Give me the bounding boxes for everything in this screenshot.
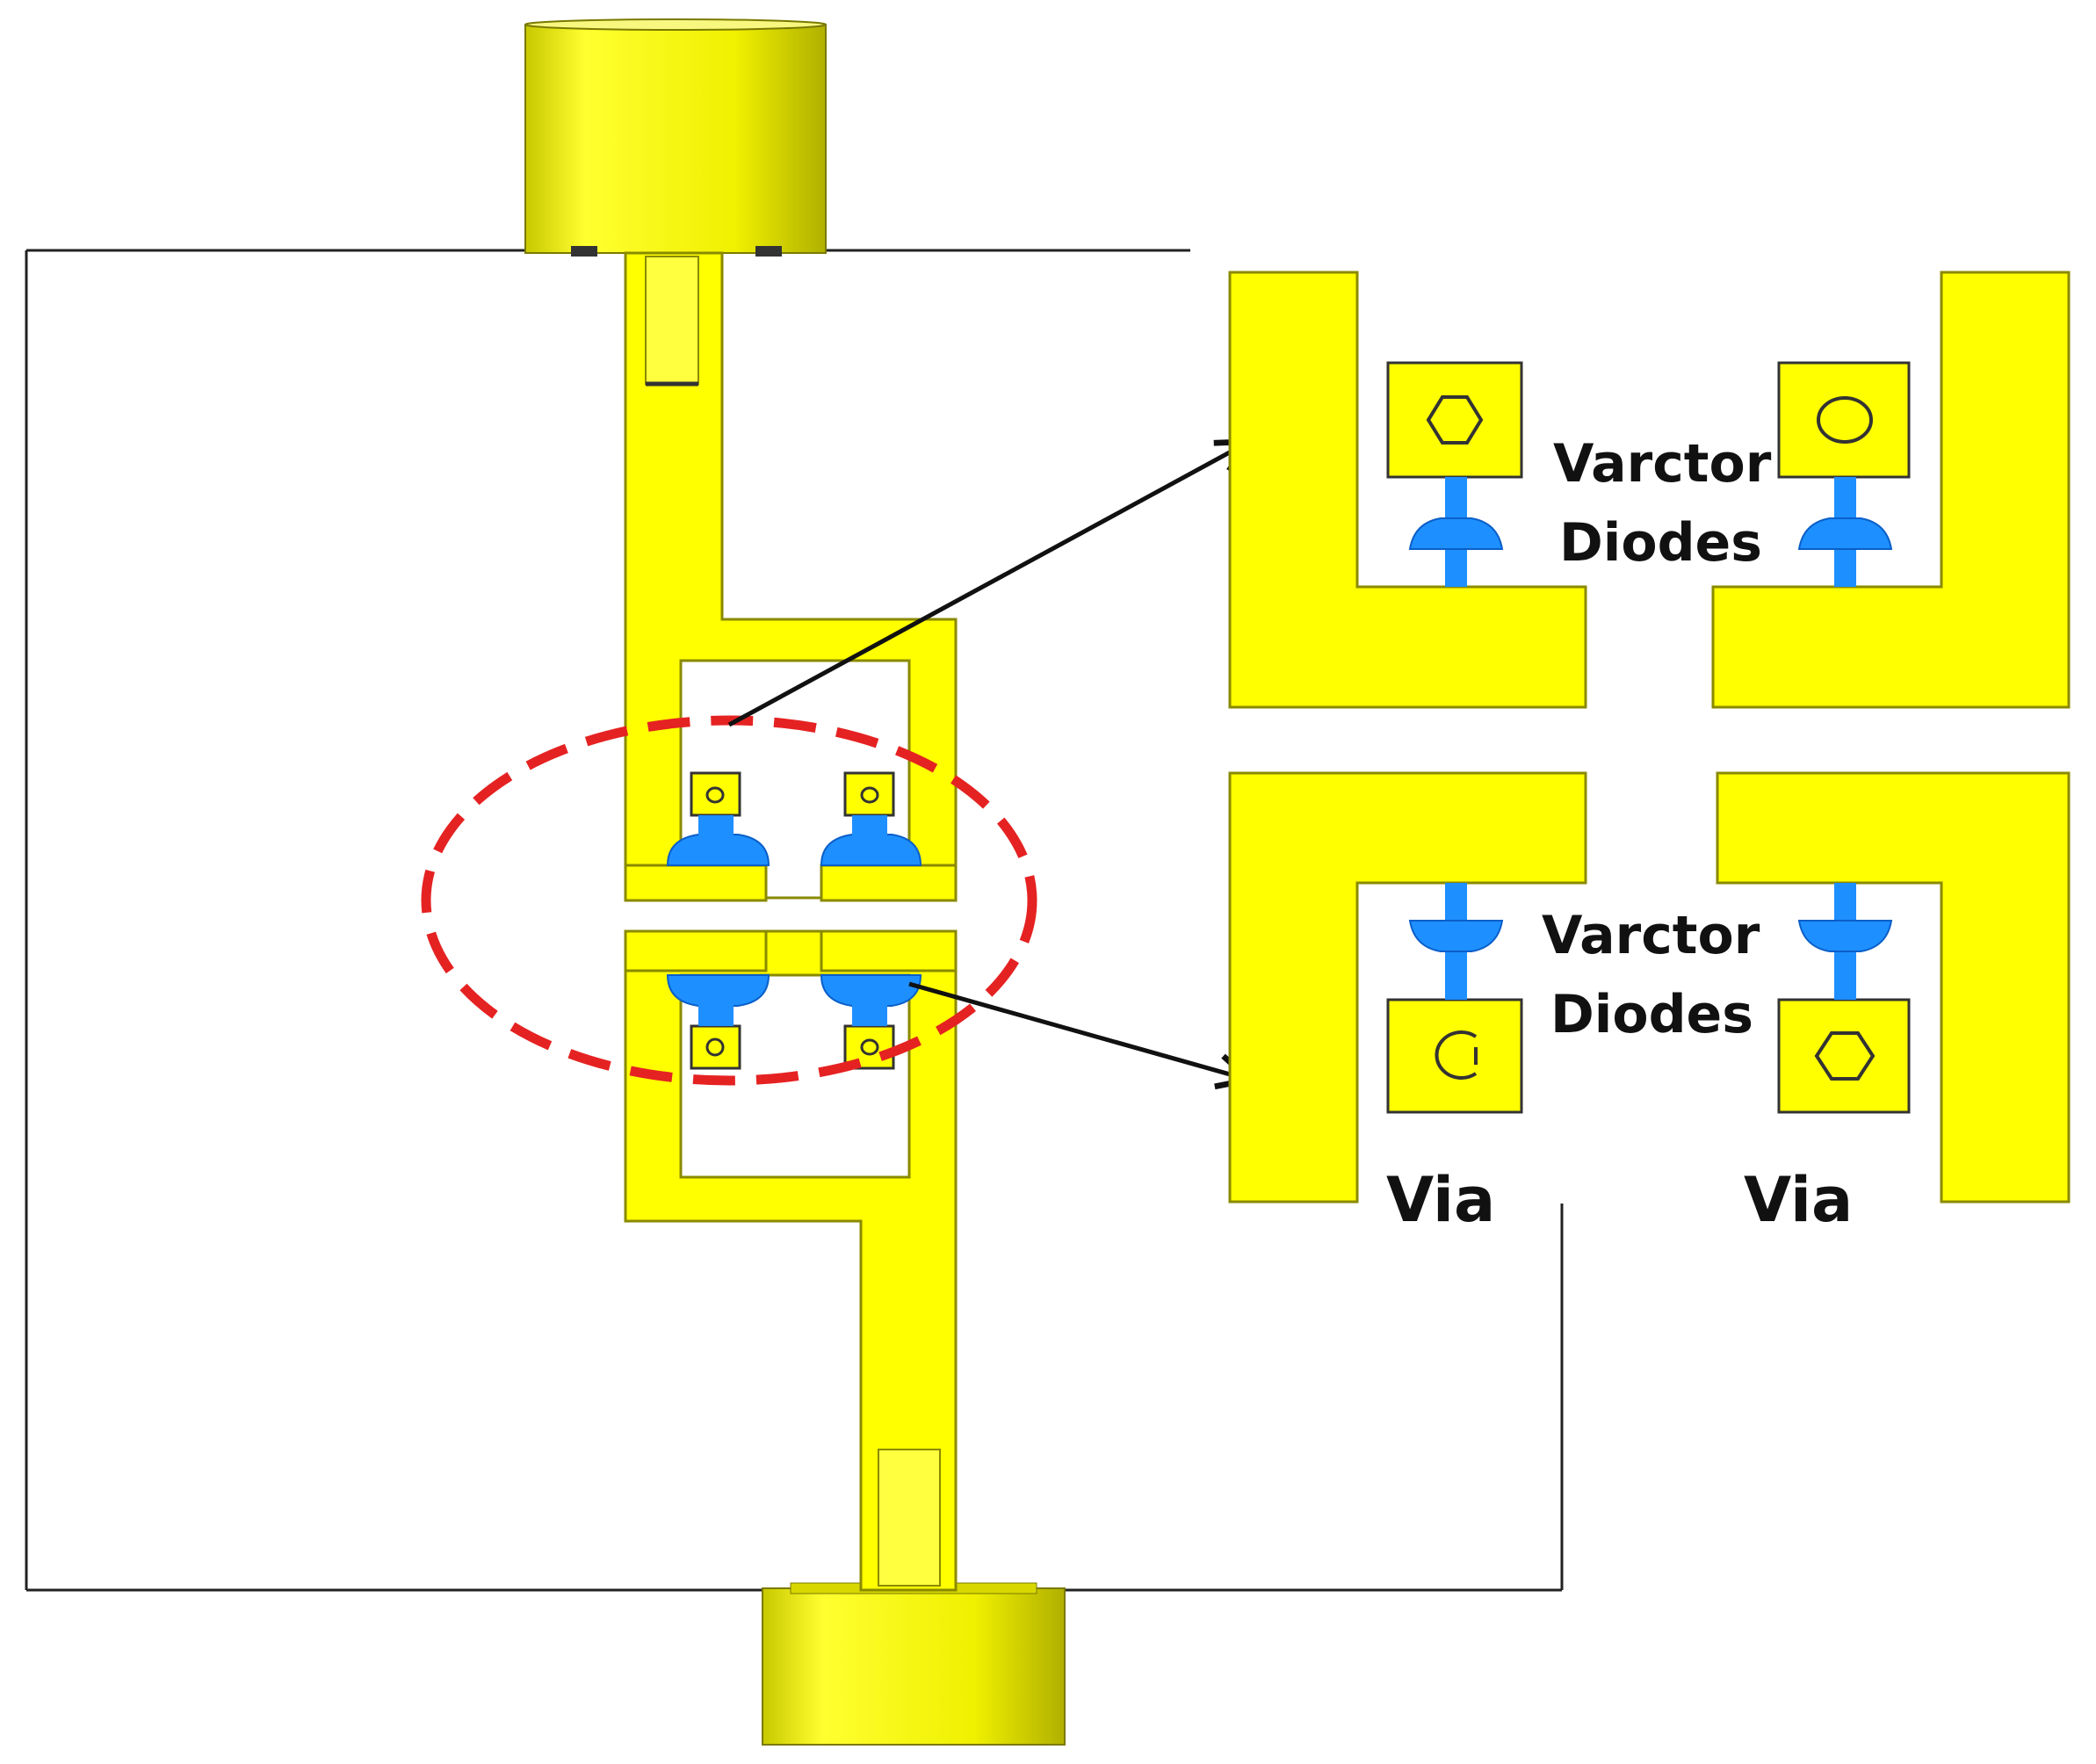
bottom-detail-diode-right [1797,883,1893,1000]
callout-ellipse [421,715,1037,1086]
top-detail-left-L [1228,271,1587,709]
top-detail-diode-left [1408,477,1504,587]
bottom-varactor-label-line2: Diodes [1550,984,1753,1045]
top-detail-diode-right [1797,477,1893,587]
arrow-to-top-detail [727,444,1246,727]
bottom-varactor-label-line1: Varctor [1542,905,1760,966]
via-label-left: Via [1386,1164,1495,1236]
top-varactor-label-line2: Diodes [1559,512,1762,574]
top-detail-right-L [1711,271,2071,709]
bottom-detail-left-L [1228,771,1587,1204]
main-vias-and-diodes [666,771,922,1070]
bottom-detail-right-L [1716,771,2071,1204]
feed-pin-details [645,256,941,1587]
microstrip-filter [624,251,958,1592]
bottom-connector [762,1582,1066,1746]
via-label-right: Via [1744,1164,1853,1236]
bottom-detail-diode-left [1408,883,1504,1000]
top-varactor-label-line1: Varctor [1553,433,1772,495]
top-detail-view: Varctor Diodes [1228,271,2071,709]
top-connector [524,18,827,257]
bottom-detail-view: Varctor Diodes Via Via [1228,771,2071,1236]
arrow-to-bottom-detail [908,981,1246,1079]
